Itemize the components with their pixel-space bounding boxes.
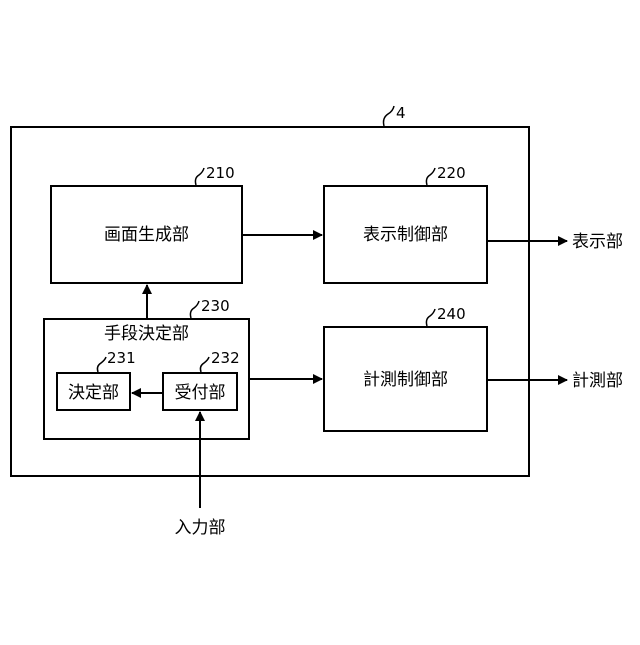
determination-ref: 231: [107, 349, 136, 367]
display-control-block: 表示制御部 220: [324, 164, 487, 283]
means-determination-label: 手段決定部: [104, 324, 189, 344]
determination-label: 決定部: [68, 383, 119, 403]
display-control-ref: 220: [437, 164, 466, 182]
means-determination-ref: 230: [201, 297, 230, 315]
means-determination-ref-leader: [190, 301, 199, 318]
reception-ref: 232: [211, 349, 240, 367]
display-unit-label: 表示部: [572, 232, 623, 252]
screen-generation-ref: 210: [206, 164, 235, 182]
input-unit-label: 入力部: [175, 518, 226, 538]
device-ref: 4: [396, 104, 406, 122]
screen-generation-ref-leader: [195, 168, 204, 185]
reception-label: 受付部: [175, 383, 226, 403]
display-control-label: 表示制御部: [363, 225, 448, 245]
screen-generation-block: 画面生成部 210: [51, 164, 242, 283]
measurement-control-block: 計測制御部 240: [324, 305, 487, 431]
screen-generation-label: 画面生成部: [104, 225, 189, 245]
device-ref-leader: [384, 106, 395, 126]
measurement-control-label: 計測制御部: [363, 370, 448, 390]
display-control-ref-leader: [426, 168, 435, 185]
measurement-unit-label: 計測部: [572, 371, 623, 391]
measurement-control-ref: 240: [437, 305, 466, 323]
measurement-control-ref-leader: [426, 309, 435, 326]
